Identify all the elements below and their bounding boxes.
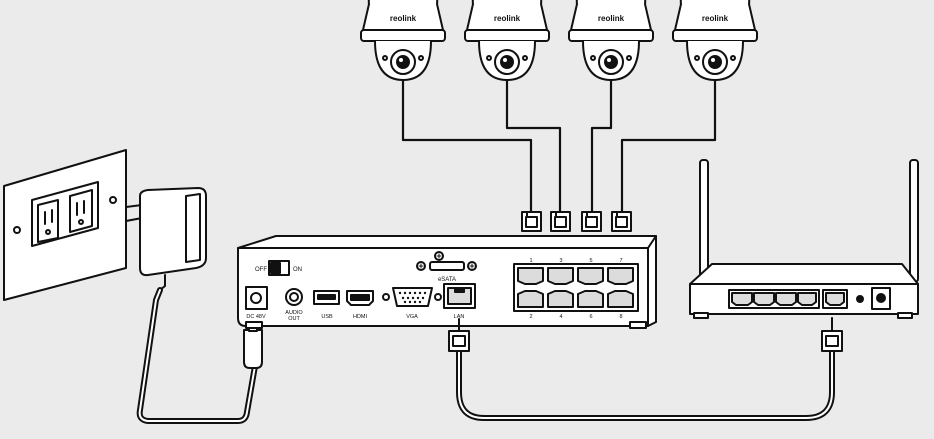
camera-brand-label: reolink [390,14,417,23]
router-antenna-right [909,159,919,283]
usb-label: USB [321,314,333,320]
poe-label-4: 4 [559,314,562,320]
audio-label: AUDIO [285,310,303,316]
camera-3 [568,0,654,81]
camera-brand-labels: reolink reolink reolink reolink [390,14,729,23]
camera-cables [401,78,717,214]
lan-plug-router-side [821,317,843,352]
hdmi-port [346,290,374,306]
hdmi-label: HDMI [353,314,368,320]
camera-4 [672,0,758,81]
vga-port [382,287,442,307]
lan-label: LAN [454,314,465,320]
poe-label-5: 5 [589,258,592,264]
router-antenna-left [699,159,709,283]
power-off-label: OFF [255,267,267,273]
poe-port-block [513,263,639,312]
poe-label-1: 1 [529,258,532,264]
camera-rj45-plugs [521,211,632,232]
poe-label-2: 2 [529,314,532,320]
poe-label-8: 8 [619,314,622,320]
poe-ports-bottom [517,290,634,308]
vga-label: VGA [406,314,418,320]
lan-cable [448,317,843,421]
poe-port-numbers: 1 3 5 7 2 4 6 8 [529,258,622,320]
rj45-plug-3 [581,211,602,232]
audio-out-port [285,288,303,306]
usb-port [313,290,340,305]
rj45-plug-2 [550,211,571,232]
camera-brand-label: reolink [494,14,521,23]
router [689,159,919,319]
power-on-label: ON [293,267,302,273]
camera-brand-label: reolink [702,14,729,23]
esata-label: eSATA [438,277,456,283]
poe-label-3: 3 [559,258,562,264]
port-labels: DC 48V AUDIO OUT USB HDMI VGA LAN [246,310,464,322]
dc-port [245,286,268,310]
wall-outlet [3,149,127,301]
poe-label-7: 7 [619,258,622,264]
camera-brand-label: reolink [598,14,625,23]
rj45-plug-4 [611,211,632,232]
rj45-plug-1 [521,211,542,232]
lan-port [443,283,476,309]
esata-port [416,251,477,271]
audio-out-label: OUT [288,316,300,322]
poe-label-6: 6 [589,314,592,320]
lan-plug-nvr-side [448,318,470,352]
camera-1 [360,0,446,81]
power-switch [268,260,290,276]
poe-ports-top [517,267,634,285]
dc-label: DC 48V [246,314,266,320]
camera-2 [464,0,550,81]
